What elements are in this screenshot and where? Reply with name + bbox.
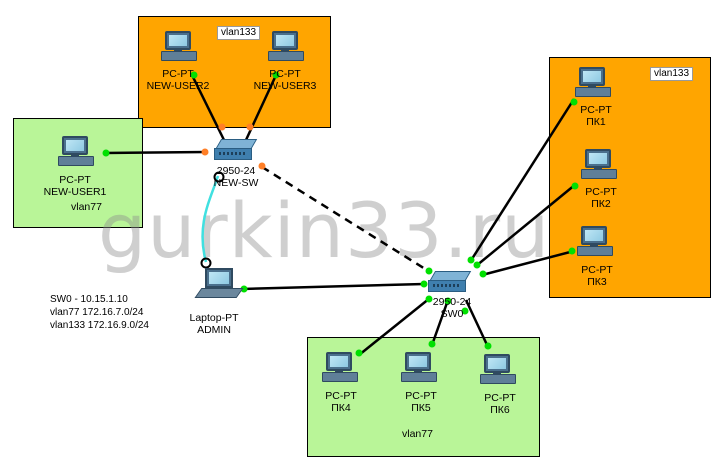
device-type-label: PC-PT xyxy=(59,174,91,186)
device-type-label: PC-PT xyxy=(269,68,301,80)
link-light xyxy=(240,285,248,293)
vlan-tag-plain: vlan77 xyxy=(71,201,102,213)
pc-icon[interactable] xyxy=(398,352,438,384)
link-light xyxy=(201,148,209,156)
device-type-label: PC-PT xyxy=(325,390,357,402)
device-type-label: 2950-24 xyxy=(432,296,472,308)
note-line: SW0 - 10.15.1.10 xyxy=(50,294,128,305)
link-sw0-pk4 xyxy=(358,297,431,356)
link-newsw-sw0-trunk xyxy=(261,165,431,274)
vlan-tag: vlan133 xyxy=(217,26,261,40)
pc-icon[interactable] xyxy=(319,352,359,384)
console-port-ring xyxy=(200,257,212,269)
note-line: vlan133 172.16.9.0/24 xyxy=(50,320,149,331)
link-light xyxy=(355,349,363,357)
device-name-label: ADMIN xyxy=(197,324,231,336)
pc-icon[interactable] xyxy=(578,149,618,181)
device-type-label: PC-PT xyxy=(581,264,613,276)
switch-icon[interactable] xyxy=(428,271,472,292)
link-light xyxy=(218,123,226,131)
link-light xyxy=(568,247,576,255)
address-notes: SW0 - 10.15.1.10 vlan77 172.16.7.0/24 vl… xyxy=(50,293,149,332)
device-type-label: PC-PT xyxy=(585,186,617,198)
device-type-label: Laptop-PT xyxy=(189,312,239,324)
link-light xyxy=(425,295,433,303)
pc-icon[interactable] xyxy=(572,67,612,99)
device-name-label: ПК2 xyxy=(591,198,611,210)
link-newsw-user2 xyxy=(189,72,226,141)
device-name-label: ПК3 xyxy=(587,276,607,288)
device-name-label: NEW-USER1 xyxy=(43,186,107,198)
link-light xyxy=(272,71,280,79)
link-light xyxy=(484,342,492,350)
link-admin-sw0 xyxy=(241,282,425,291)
link-light xyxy=(420,280,428,288)
device-name-label: NEW-USER2 xyxy=(146,80,210,92)
device-name-label: NEW-SW xyxy=(213,177,259,189)
link-sw0-pk1 xyxy=(468,98,576,263)
link-lights xyxy=(102,71,579,357)
note-line: vlan77 172.16.7.0/24 xyxy=(50,307,144,318)
link-light xyxy=(479,270,487,278)
link-light xyxy=(246,123,254,131)
device-name-label: ПК5 xyxy=(411,402,431,414)
link-light xyxy=(425,267,433,275)
device-type-label: PC-PT xyxy=(580,104,612,116)
link-light xyxy=(190,71,198,79)
pc-icon[interactable] xyxy=(265,31,305,63)
link-light xyxy=(258,162,266,170)
link-newsw-user1 xyxy=(103,150,208,155)
link-light xyxy=(473,261,481,269)
vlan-tag-plain: vlan77 xyxy=(402,428,433,440)
link-light xyxy=(571,182,579,190)
link-light xyxy=(444,297,452,305)
pc-icon[interactable] xyxy=(574,226,614,258)
device-type-label: PC-PT xyxy=(484,392,516,404)
device-type-label: 2950-24 xyxy=(216,165,256,177)
device-name-label: SW0 xyxy=(440,308,464,320)
console-port-ring xyxy=(213,171,225,183)
switch-icon[interactable] xyxy=(214,139,258,160)
device-type-label: PC-PT xyxy=(162,68,194,80)
vlan133-zone-right: vlan133 xyxy=(549,57,711,298)
vlan-tag: vlan133 xyxy=(650,67,694,81)
pc-icon[interactable] xyxy=(55,136,95,168)
pc-icon[interactable] xyxy=(158,31,198,63)
link-sw0-pk2 xyxy=(475,183,577,267)
link-light xyxy=(102,149,110,157)
laptop-icon[interactable] xyxy=(194,268,244,300)
pc-icon[interactable] xyxy=(477,354,517,386)
device-name-label: ПК1 xyxy=(586,116,606,128)
link-sw0-pk6 xyxy=(464,299,490,348)
device-name-label: NEW-USER3 xyxy=(253,80,317,92)
link-light xyxy=(428,340,436,348)
link-light xyxy=(461,307,469,315)
link-sw0-pk5 xyxy=(430,299,450,346)
device-name-label: ПК4 xyxy=(331,402,351,414)
link-sw0-pk3 xyxy=(481,249,575,277)
link-light xyxy=(467,256,475,264)
console-cable xyxy=(201,175,220,263)
link-light xyxy=(570,98,578,106)
device-name-label: ПК6 xyxy=(490,404,510,416)
device-type-label: PC-PT xyxy=(405,390,437,402)
